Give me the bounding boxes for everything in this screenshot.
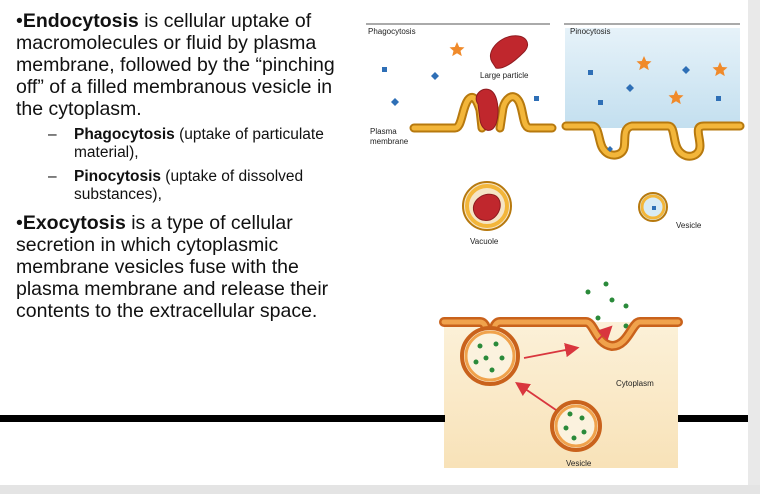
blue-particle <box>588 70 593 75</box>
secretory-vesicle <box>550 400 602 452</box>
secreted-molecule <box>609 297 615 303</box>
vesicle-molecule <box>567 411 573 417</box>
vesicle-membrane <box>640 194 666 220</box>
pinocytosis-title: Pinocytosis <box>570 27 610 36</box>
endocytosis-term: Endocytosis <box>22 10 139 32</box>
vesicle-molecule <box>477 343 483 349</box>
endocytosis-paragraph: •Endocytosis is cellular uptake of macro… <box>16 10 356 120</box>
phagocytosis-title: Phagocytosis <box>368 27 416 36</box>
sub-item-pinocytosis: –Pinocytosis (uptake of dissolved substa… <box>48 168 356 204</box>
blue-particle <box>626 84 634 92</box>
dash: – <box>48 168 57 185</box>
arrow-transport <box>515 381 557 411</box>
blue-particle <box>382 67 387 72</box>
pinocytosis-term: Pinocytosis <box>74 168 161 185</box>
cytoplasm-label: Cytoplasm <box>616 379 654 388</box>
blue-particle <box>652 206 656 210</box>
vesicle-molecule <box>499 355 505 361</box>
phagocytosis-term: Phagocytosis <box>74 126 175 143</box>
vesicle-membrane <box>554 404 598 448</box>
exo-vesicle-label: Vesicle <box>566 459 592 468</box>
secreted-molecule <box>603 281 609 287</box>
orange-star <box>668 90 684 105</box>
exocytosis-paragraph: •Exocytosis is a type of cellular secret… <box>16 212 356 322</box>
pinocytosis-text: (uptake of dissolved substances), <box>74 168 304 203</box>
exocytosis-figure: Cytoplasm Vesicle <box>439 268 683 468</box>
secreted-molecule <box>623 303 629 309</box>
arrow-fusion <box>523 342 580 359</box>
exocytosis-text: is a type of cellular secretion in which… <box>16 212 329 322</box>
vesicle-molecule <box>571 435 577 441</box>
secreted-molecule <box>623 323 629 329</box>
vesicle-molecule <box>563 425 569 431</box>
window-right-edge <box>748 0 760 494</box>
vacuole-particle <box>472 193 501 221</box>
arrow-release <box>597 325 613 341</box>
phagocytosis-figure: Phagocytosis Large particle Plasma membr… <box>366 23 557 246</box>
bullet: • <box>16 212 23 234</box>
dash: – <box>48 126 57 143</box>
large-particle <box>490 35 528 69</box>
large-particle-label: Large particle <box>480 71 529 80</box>
secreted-molecule <box>585 289 591 295</box>
blue-particle <box>716 96 721 101</box>
window-bottom-edge <box>0 485 760 494</box>
engulfed-particle <box>475 88 499 131</box>
vacuole-label: Vacuole <box>470 237 499 246</box>
orange-star <box>449 42 465 57</box>
vacuole-membrane <box>465 184 509 228</box>
vesicle-molecule <box>579 415 585 421</box>
vesicle-molecule <box>483 355 489 361</box>
blue-particle <box>682 66 690 74</box>
divider-bar-right <box>678 415 748 422</box>
plasma-membrane-label-1: Plasma <box>370 127 397 136</box>
exocytosis-term: Exocytosis <box>22 212 126 234</box>
orange-star <box>712 62 728 77</box>
extracellular-fluid <box>565 28 740 128</box>
vesicle-molecule <box>473 359 479 365</box>
vesicle-membrane <box>464 330 516 382</box>
blue-particle <box>607 146 613 152</box>
blue-particle <box>431 72 439 80</box>
vesicle-label: Vesicle <box>676 221 702 230</box>
divider-bar-left <box>0 415 445 422</box>
slide-text: •Endocytosis is cellular uptake of macro… <box>16 10 356 322</box>
vesicle-molecule <box>489 367 495 373</box>
phagocytosis-text: (uptake of particulate material), <box>74 126 324 161</box>
sub-item-phagocytosis: –Phagocytosis (uptake of particulate mat… <box>48 126 356 162</box>
secreted-molecule <box>595 315 601 321</box>
pinocytosis-figure: Pinocytosis Vesicle <box>561 23 745 230</box>
plasma-membrane <box>563 123 743 159</box>
blue-particle <box>534 96 539 101</box>
bullet: • <box>16 10 23 32</box>
orange-star <box>636 56 652 71</box>
endocytosis-text: is cellular uptake of macromolecules or … <box>16 10 335 120</box>
plasma-membrane-label-2: membrane <box>370 137 409 146</box>
fusing-vesicle <box>460 326 520 386</box>
plasma-membrane-edge <box>561 121 745 161</box>
extracellular-space <box>444 268 678 322</box>
blue-particle <box>598 100 603 105</box>
blue-particle <box>391 98 399 106</box>
vesicle-molecule <box>581 429 587 435</box>
vesicle-molecule <box>493 341 499 347</box>
